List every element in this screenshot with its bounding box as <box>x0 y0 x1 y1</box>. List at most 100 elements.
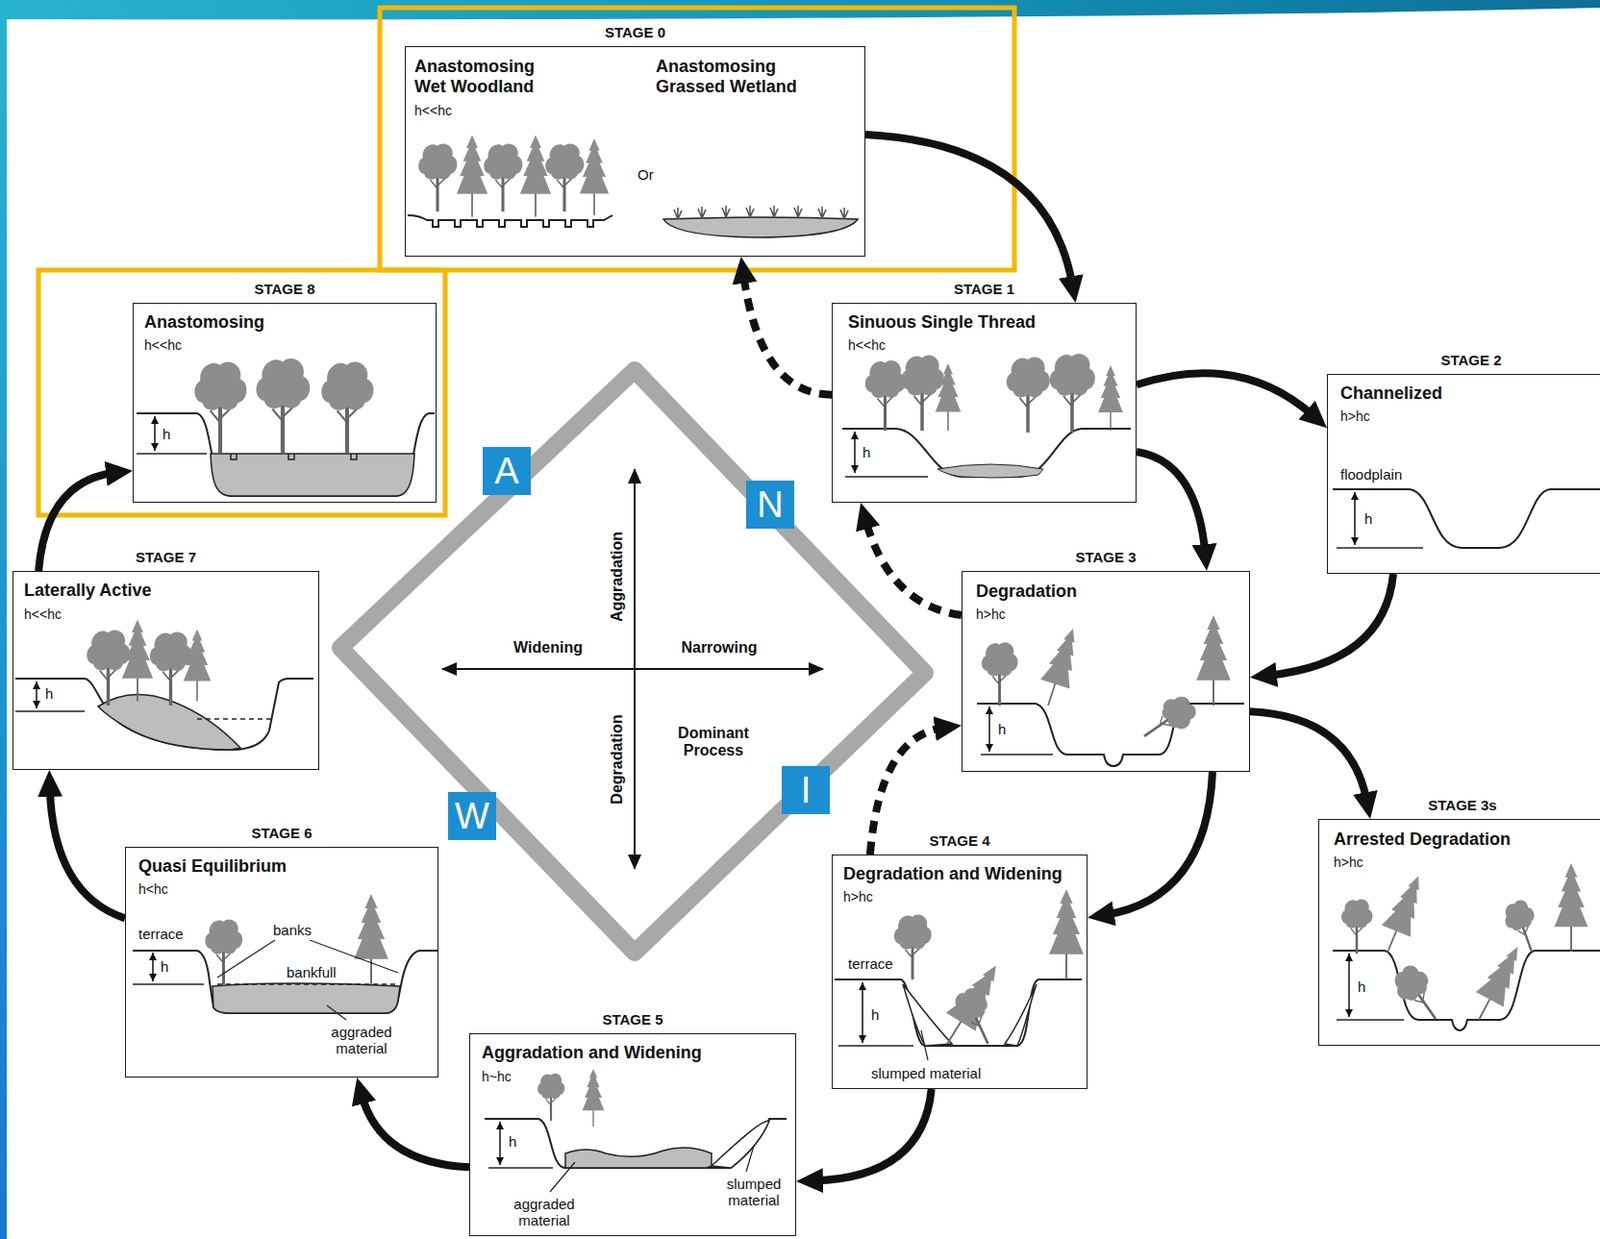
stage-heading: STAGE 3s <box>1319 797 1600 814</box>
height-ratio: h<<hc <box>848 337 886 353</box>
datum-line <box>1336 547 1424 550</box>
process-diamond: AggradationWideningNarrowingDegradationD… <box>328 358 937 965</box>
height-ratio: h>hc <box>843 889 874 905</box>
stage-box: STAGE 7Laterally Activeh<<hch <box>12 571 320 771</box>
flow-arrow <box>1136 373 1315 417</box>
diamond-outline <box>328 358 937 965</box>
tree <box>418 143 457 211</box>
datum-line <box>488 1167 553 1170</box>
stage-heading: STAGE 0 <box>405 24 865 41</box>
dashed-flow-arrow <box>743 274 832 396</box>
stage-box: STAGE 8Anastomosingh<<hch <box>132 302 437 503</box>
flow-arrow <box>361 1094 470 1168</box>
stage-box: STAGE 0Anastomosing Wet Woodlandh<<hcOrA… <box>404 46 866 257</box>
channel-profile <box>132 950 438 1014</box>
stage-heading: STAGE 2 <box>1327 351 1600 369</box>
diagram-label: h <box>1357 978 1366 996</box>
flow-arrow <box>50 787 125 919</box>
quadrant-letter: N <box>746 480 795 529</box>
height-ratio: h>hc <box>975 606 1006 623</box>
diagram-label: h <box>862 444 871 461</box>
stage-title: Aggradation and Widening <box>481 1043 702 1064</box>
height-arrow <box>1353 492 1356 546</box>
diagram-label: h <box>1364 510 1373 527</box>
axis-arrow <box>442 668 824 671</box>
axis-label: Narrowing <box>680 639 757 657</box>
channel-profile <box>842 428 1131 477</box>
leader-line <box>326 1005 347 1021</box>
axis-label: Dominant Process <box>665 725 762 761</box>
ground-profile <box>407 215 613 227</box>
height-arrow <box>499 1122 501 1166</box>
datum-line <box>132 983 204 986</box>
tree <box>150 631 193 706</box>
grass <box>674 205 849 220</box>
sediment <box>210 453 415 497</box>
tree <box>935 363 962 431</box>
sediment <box>565 1148 712 1169</box>
leaning-tree <box>1373 870 1434 959</box>
diagram-label: h <box>998 721 1006 738</box>
height-ratio: h<<hc <box>144 337 182 353</box>
stage-title: Laterally Active <box>24 580 151 601</box>
height-arrow <box>35 681 38 709</box>
diagram-label: h <box>162 425 171 443</box>
stage-heading: STAGE 5 <box>470 1011 796 1028</box>
callout-label: aggraded material <box>500 1196 588 1230</box>
diagram-label: terrace <box>138 925 184 943</box>
diagram-label: Or <box>637 166 654 183</box>
slump <box>711 1121 770 1169</box>
fallen-tree <box>949 984 1004 1051</box>
wetland <box>663 217 858 238</box>
diagram-label: bankfull <box>286 964 337 981</box>
sediment-notch <box>230 453 357 460</box>
tree <box>183 629 212 702</box>
tree <box>122 620 153 702</box>
stage-heading: STAGE 6 <box>125 825 438 842</box>
tree <box>321 361 374 452</box>
stage-heading: STAGE 3 <box>962 549 1250 566</box>
height-arrow <box>1348 953 1350 1018</box>
datum-line <box>845 475 928 478</box>
stage-title: Anastomosing Wet Woodland <box>414 56 559 97</box>
tree <box>483 143 523 211</box>
tree <box>1006 357 1050 433</box>
diagram-label: slumped material <box>871 1065 981 1082</box>
height-arrow <box>861 982 864 1044</box>
tree <box>353 894 389 985</box>
callout-label: aggraded material <box>318 1024 405 1058</box>
tree <box>981 642 1019 706</box>
tree <box>582 1069 605 1127</box>
fallen-tree <box>932 956 1012 1054</box>
stage-box: STAGE 4Degradation and Wideningh>hcterra… <box>831 854 1088 1090</box>
quadrant-badge: I <box>781 766 830 815</box>
stage-box: STAGE 3Degradationh>hch <box>961 571 1250 773</box>
channel-profile <box>136 413 435 497</box>
flow-arrow <box>813 1089 932 1182</box>
diagram-label: h <box>871 1006 879 1024</box>
leaning-tree <box>1033 624 1088 711</box>
tree <box>86 630 130 706</box>
quadrant-letter: A <box>482 447 531 496</box>
water <box>937 464 1044 478</box>
callout-label: slumped material <box>715 1175 793 1210</box>
tree <box>1554 863 1589 952</box>
diagram-label: banks <box>273 922 312 939</box>
datum-line <box>1336 1019 1404 1022</box>
stage-title: Sinuous Single Thread <box>848 312 1036 333</box>
leaning-tree <box>1500 897 1547 957</box>
height-ratio: h<<hc <box>24 606 62 623</box>
tree <box>256 358 311 452</box>
leader-line <box>746 1146 754 1173</box>
slump <box>1004 984 1037 1047</box>
height-ratio: h<<hc <box>414 102 452 119</box>
channel-profile <box>484 1119 787 1169</box>
datum-line <box>838 1045 914 1048</box>
tree <box>520 135 551 218</box>
stage-title: Arrested Degradation <box>1333 829 1511 850</box>
tree <box>1341 899 1373 954</box>
diagram-label: h <box>160 958 169 975</box>
stage-heading: STAGE 4 <box>832 832 1087 850</box>
